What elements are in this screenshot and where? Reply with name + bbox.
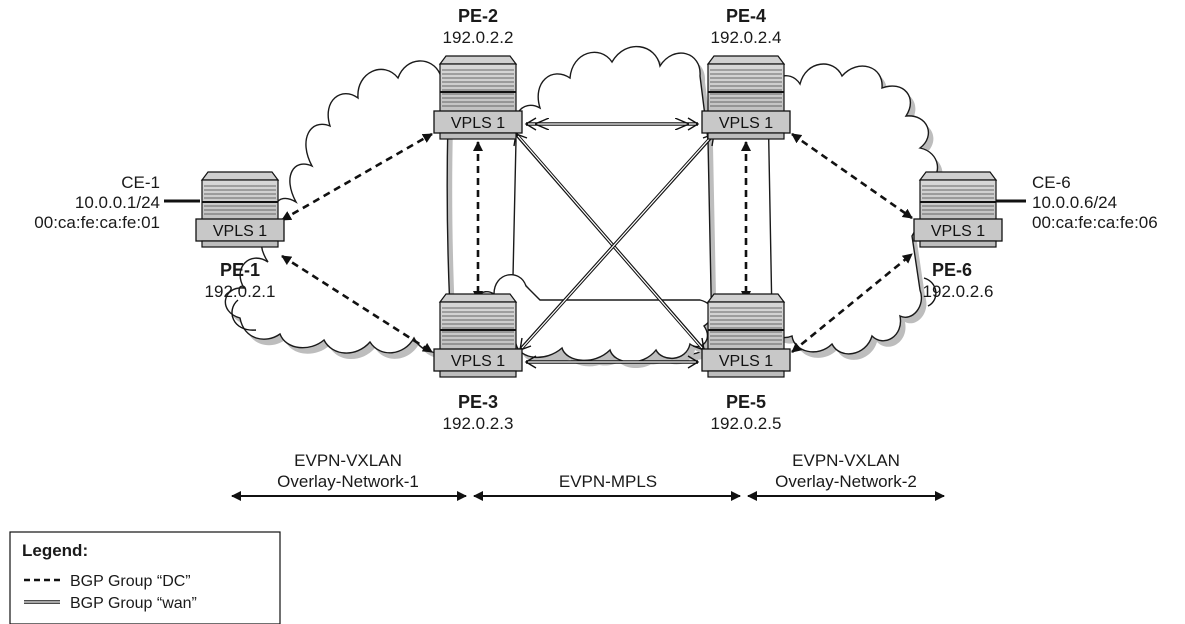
- pe1-name: PE-1: [220, 260, 260, 280]
- pe4-service-label: VPLS 1: [719, 115, 773, 132]
- pe2-name: PE-2: [458, 6, 498, 26]
- cloud-edge-pe6: [923, 277, 937, 307]
- wan-link-pe3-pe5: [524, 355, 700, 369]
- wan-link-pe2-pe4: [524, 117, 700, 131]
- ce6-mac: 00:ca:fe:ca:fe:06: [1032, 213, 1158, 232]
- legend-box: [9, 531, 281, 624]
- domain-right-line1: EVPN-VXLAN: [792, 451, 900, 470]
- cloud-edge-pe1: [231, 299, 257, 331]
- legend-wan-label: BGP Group “wan”: [70, 595, 197, 612]
- ce1-mac: 00:ca:fe:ca:fe:01: [34, 213, 160, 232]
- router-pe3: VPLS 1: [433, 293, 523, 378]
- pe4-name: PE-4: [726, 6, 766, 26]
- pe4-ip: 192.0.2.4: [711, 28, 782, 47]
- dc-link-pe1-pe2: [281, 132, 433, 222]
- pe2-ip: 192.0.2.2: [443, 28, 514, 47]
- legend: Legend: BGP Group “DC” BGP Group “wan”: [9, 531, 281, 624]
- pe6-name: PE-6: [932, 260, 972, 280]
- router-pe4: VPLS 1: [701, 55, 791, 140]
- pe1-service-label: VPLS 1: [213, 223, 267, 240]
- pe3-name: PE-3: [458, 392, 498, 412]
- dc-link-pe5-pe6: [791, 252, 913, 354]
- router-pe2: VPLS 1: [433, 55, 523, 140]
- ce6-name: CE-6: [1032, 173, 1071, 192]
- pe5-name: PE-5: [726, 392, 766, 412]
- router-pe6: VPLS 1: [913, 171, 1003, 248]
- bgp-dc-links: [281, 132, 913, 354]
- router-pe5: VPLS 1: [701, 293, 791, 378]
- pe6-service-label: VPLS 1: [931, 223, 985, 240]
- dc-link-pe4-pe6: [791, 132, 913, 220]
- ce1-name: CE-1: [121, 173, 160, 192]
- pe5-service-label: VPLS 1: [719, 353, 773, 370]
- domain-right-line2: Overlay-Network-2: [775, 472, 917, 491]
- domain-middle-line1: EVPN-MPLS: [559, 472, 657, 491]
- cloud-overlay-network-2: [767, 63, 943, 360]
- domain-left-line1: EVPN-VXLAN: [294, 451, 402, 470]
- legend-dc-label: BGP Group “DC”: [70, 573, 191, 590]
- pe6-ip: 192.0.2.6: [923, 282, 994, 301]
- ce1-ip: 10.0.0.1/24: [75, 193, 160, 212]
- pe3-service-label: VPLS 1: [451, 353, 505, 370]
- router-pe1: VPLS 1: [195, 171, 285, 248]
- legend-title: Legend:: [22, 541, 88, 560]
- dc-link-pe1-pe3: [281, 254, 433, 354]
- bgp-wan-links: [513, 117, 716, 369]
- pe1-ip: 192.0.2.1: [205, 282, 276, 301]
- pe3-ip: 192.0.2.3: [443, 414, 514, 433]
- pe5-ip: 192.0.2.5: [711, 414, 782, 433]
- ce6-ip: 10.0.0.6/24: [1032, 193, 1117, 212]
- domain-left-line2: Overlay-Network-1: [277, 472, 419, 491]
- pe2-service-label: VPLS 1: [451, 115, 505, 132]
